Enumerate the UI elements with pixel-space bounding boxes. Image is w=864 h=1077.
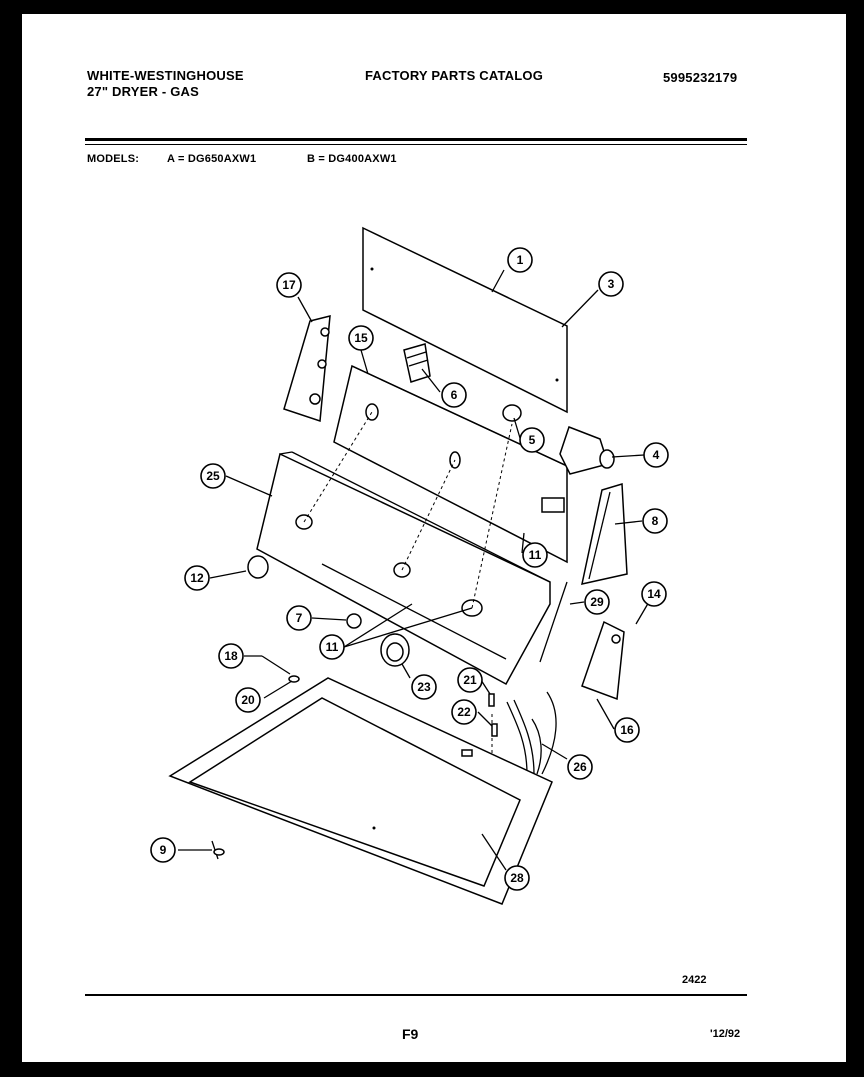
catalog-number: 5995232179 xyxy=(663,70,738,85)
callout-1: 1 xyxy=(507,247,533,273)
print-date: '12/92 xyxy=(710,1028,741,1040)
callout-8: 8 xyxy=(642,508,668,534)
callout-12-label: 12 xyxy=(190,571,204,585)
callout-26-label: 26 xyxy=(573,760,587,774)
callout-4-label: 4 xyxy=(653,448,660,462)
callout-9-label: 9 xyxy=(160,843,167,857)
small-knob-part xyxy=(502,404,522,422)
exploded-parts-diagram: 1 3 17 15 6 5 4 25 8 11 12 29 14 7 11 18… xyxy=(150,226,669,905)
callout-17-label: 17 xyxy=(282,278,296,292)
callout-14-label: 14 xyxy=(647,587,661,601)
callout-23-label: 23 xyxy=(417,680,431,694)
rear-panel-part xyxy=(362,226,568,414)
catalog-title: FACTORY PARTS CATALOG xyxy=(365,68,544,83)
callout-3: 3 xyxy=(598,271,624,297)
callout-18-label: 18 xyxy=(224,649,238,663)
callout-26: 26 xyxy=(567,754,593,780)
model-b: B = DG400AXW1 xyxy=(307,153,397,165)
callout-20: 20 xyxy=(235,687,261,713)
callout-15-label: 15 xyxy=(354,331,368,345)
callout-16-label: 16 xyxy=(620,723,634,737)
figure-label: F9 xyxy=(402,1026,419,1042)
product-name: 27" DRYER - GAS xyxy=(87,84,199,99)
callout-9: 9 xyxy=(150,837,176,863)
callout-11-left: 11 xyxy=(319,634,345,660)
catalog-page: WHITE-WESTINGHOUSE 27" DRYER - GAS FACTO… xyxy=(22,14,846,1062)
callout-11-left-label: 11 xyxy=(326,640,339,654)
callout-16: 16 xyxy=(614,717,640,743)
callout-4: 4 xyxy=(643,442,669,468)
header-rule-thick xyxy=(85,138,747,141)
callout-1-label: 1 xyxy=(517,253,524,267)
callout-3-label: 3 xyxy=(608,277,615,291)
callout-8-label: 8 xyxy=(652,514,659,528)
callout-7-label: 7 xyxy=(296,611,303,625)
callout-28: 28 xyxy=(504,865,530,891)
knob-part xyxy=(247,555,269,579)
callout-22: 22 xyxy=(451,699,477,725)
right-endcap-part xyxy=(581,483,628,585)
callout-17: 17 xyxy=(276,272,302,298)
callout-22-label: 22 xyxy=(457,705,471,719)
drawing-number: 2422 xyxy=(682,974,707,986)
callout-7: 7 xyxy=(286,605,312,631)
footer-rule xyxy=(85,994,747,996)
callout-6: 6 xyxy=(441,382,467,408)
callout-23: 23 xyxy=(411,674,437,700)
callout-29: 29 xyxy=(584,589,610,615)
model-a: A = DG650AXW1 xyxy=(167,153,257,165)
callout-25-label: 25 xyxy=(206,469,220,483)
callout-11-right-label: 11 xyxy=(529,548,542,562)
callout-5: 5 xyxy=(519,427,545,453)
callout-11-right: 11 xyxy=(522,542,548,568)
callout-5-label: 5 xyxy=(529,433,536,447)
knob-small-part xyxy=(346,613,362,629)
callout-21-label: 21 xyxy=(463,673,477,687)
models-label: MODELS: xyxy=(87,153,140,165)
callout-12: 12 xyxy=(184,565,210,591)
header-rule-thin xyxy=(85,144,747,145)
timer-part xyxy=(559,426,609,475)
callout-20-label: 20 xyxy=(241,693,255,707)
callout-21: 21 xyxy=(457,667,483,693)
callout-15: 15 xyxy=(348,325,374,351)
bracket-part xyxy=(581,620,625,701)
callout-14: 14 xyxy=(641,581,667,607)
callout-25: 25 xyxy=(200,463,226,489)
callout-6-label: 6 xyxy=(451,388,458,402)
brand-name: WHITE-WESTINGHOUSE xyxy=(87,68,244,83)
callout-18: 18 xyxy=(218,643,244,669)
callout-28-label: 28 xyxy=(510,871,524,885)
callout-29-label: 29 xyxy=(590,595,604,609)
